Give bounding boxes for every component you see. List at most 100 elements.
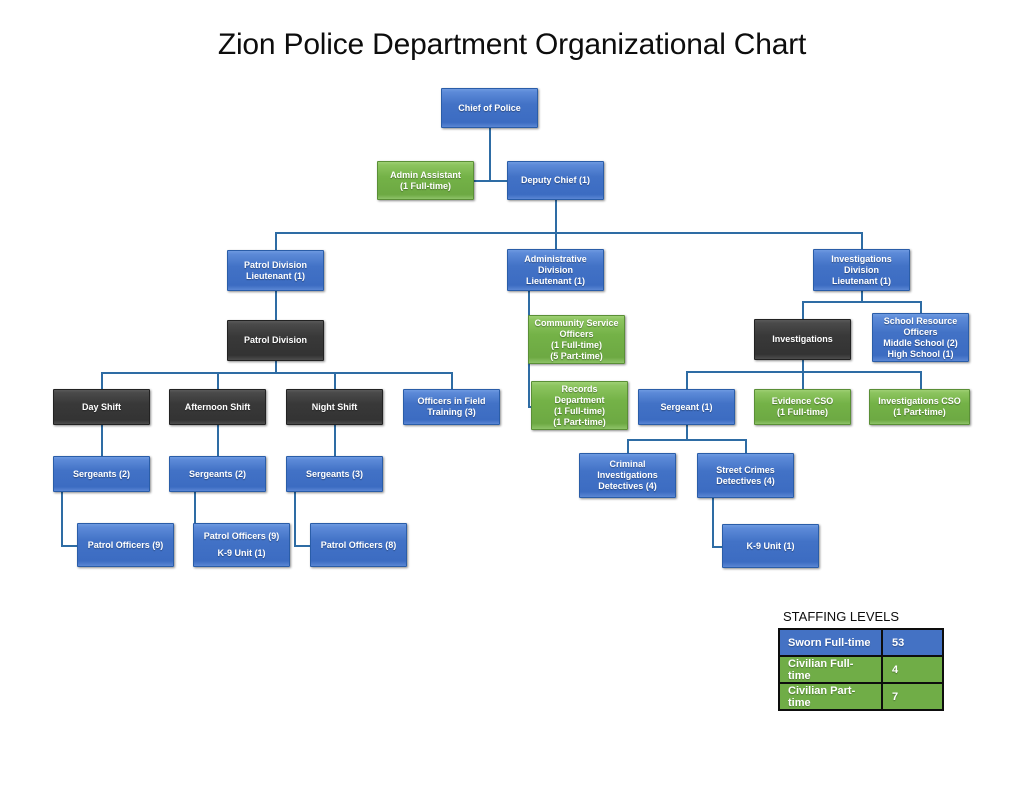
node-school-resource-officers[interactable]: School Resource Officers Middle School (… xyxy=(872,313,969,362)
connector-detectives-bus xyxy=(627,439,746,441)
connector-sergeants-day-right xyxy=(61,545,78,547)
node-label-line1: Community Service xyxy=(534,317,619,328)
node-label-line1: Patrol Division xyxy=(243,259,307,270)
node-label-line1: Administrative xyxy=(524,253,587,264)
node-sergeants-night[interactable]: Sergeants (3) xyxy=(286,456,383,492)
node-night-shift[interactable]: Night Shift xyxy=(286,389,383,425)
node-patrol-officers-night[interactable]: Patrol Officers (8) xyxy=(310,523,407,567)
connector-sergeants-night-down xyxy=(294,491,296,545)
node-label-line2: (1 Full-time) xyxy=(777,407,828,417)
node-label-line2: Detectives (4) xyxy=(716,475,775,486)
node-label: Sergeants (3) xyxy=(305,468,364,479)
node-sergeants-afternoon[interactable]: Sergeants (2) xyxy=(169,456,266,492)
staffing-row-value: 7 xyxy=(881,682,944,711)
node-patrol-officers-afternoon[interactable]: Patrol Officers (9) K-9 Unit (1) xyxy=(193,523,290,567)
staffing-row-value: 4 xyxy=(881,655,944,684)
connector-investigations-lt-down xyxy=(861,290,863,302)
node-label-line2: Lieutenant (1) xyxy=(245,270,305,281)
node-label-line2: Officers xyxy=(559,328,594,339)
node-label: Investigations xyxy=(772,334,833,344)
node-administrative-division-lieutenant[interactable]: Administrative Division Lieutenant (1) xyxy=(507,249,604,291)
node-afternoon-shift[interactable]: Afternoon Shift xyxy=(169,389,266,425)
connector-bus-to-criminal-detectives xyxy=(627,439,629,454)
node-label-line3: (1 Full-time) xyxy=(554,405,605,416)
node-street-crimes-detectives[interactable]: Street Crimes Detectives (4) xyxy=(697,453,794,498)
connector-bus-day-shift xyxy=(101,372,103,389)
connector-bus-to-street-detectives xyxy=(745,439,747,454)
node-label: Day Shift xyxy=(81,401,121,412)
node-label: Sergeant (1) xyxy=(660,401,713,412)
connector-patrol-division-down xyxy=(275,360,277,373)
node-label-line1: Patrol Officers (9) xyxy=(203,531,280,541)
node-investigations[interactable]: Investigations xyxy=(754,319,851,360)
connector-night-to-sergeants xyxy=(334,424,336,456)
node-label: Patrol Officers (9) xyxy=(87,539,164,550)
connector-sergeants-night-right xyxy=(294,545,311,547)
node-label-line3: Detectives (4) xyxy=(598,481,657,491)
node-label: Patrol Division xyxy=(243,335,307,345)
table-row: Civilian Part-time 7 xyxy=(778,682,944,711)
connector-patrol-lt-to-division xyxy=(275,290,277,321)
node-evidence-cso[interactable]: Evidence CSO (1 Full-time) xyxy=(754,389,851,425)
node-label-line1: Evidence CSO xyxy=(771,396,834,406)
connector-bus-to-patrol-lt xyxy=(275,232,277,250)
node-label: Sergeants (2) xyxy=(72,468,131,479)
node-label: Patrol Officers (8) xyxy=(320,539,397,550)
node-label-line2: Officers xyxy=(903,326,938,337)
node-label: Afternoon Shift xyxy=(184,401,251,412)
node-label-line2: (1 Full-time) xyxy=(400,180,451,191)
node-label-line3: Lieutenant (1) xyxy=(525,275,585,286)
node-patrol-division[interactable]: Patrol Division xyxy=(227,320,324,361)
node-investigations-division-lieutenant[interactable]: Investigations Division Lieutenant (1) xyxy=(813,249,910,291)
node-officers-in-field-training[interactable]: Officers in Field Training (3) xyxy=(403,389,500,425)
connector-bus-to-sergeant xyxy=(686,371,688,389)
node-records-department[interactable]: Records Department (1 Full-time) (1 Part… xyxy=(531,381,628,430)
connector-bus-to-investigations xyxy=(802,301,804,319)
node-patrol-officers-day[interactable]: Patrol Officers (9) xyxy=(77,523,174,567)
connector-bus-to-investigations-lt xyxy=(861,232,863,250)
node-label: Deputy Chief (1) xyxy=(520,175,590,185)
staffing-levels-heading: STAFFING LEVELS xyxy=(783,609,900,624)
connector-chief-down xyxy=(489,128,491,180)
connector-division-bus xyxy=(275,232,862,234)
node-community-service-officers[interactable]: Community Service Officers (1 Full-time)… xyxy=(528,315,625,364)
node-label-line3: Lieutenant (1) xyxy=(831,275,891,286)
connector-sergeant-down xyxy=(686,424,688,440)
node-label: K-9 Unit (1) xyxy=(746,540,795,551)
node-label-line2: K-9 Unit (1) xyxy=(217,548,266,558)
connector-bus-afternoon-shift xyxy=(217,372,219,389)
connector-street-to-k9-down xyxy=(712,498,714,546)
staffing-row-value: 53 xyxy=(881,628,944,657)
node-day-shift[interactable]: Day Shift xyxy=(53,389,150,425)
node-label-line2: Department xyxy=(554,394,605,405)
node-label-line1: School Resource xyxy=(883,315,958,326)
staffing-row-label: Civilian Part-time xyxy=(778,682,883,711)
node-label-line2: (1 Part-time) xyxy=(893,407,946,417)
node-deputy-chief[interactable]: Deputy Chief (1) xyxy=(507,161,604,200)
node-sergeants-day[interactable]: Sergeants (2) xyxy=(53,456,150,492)
node-label-line3: Middle School (2) xyxy=(883,337,958,348)
connector-sergeants-afternoon-down xyxy=(194,491,196,545)
connector-investigations-lt-bus xyxy=(802,301,921,303)
node-label: Night Shift xyxy=(311,401,358,412)
node-patrol-division-lieutenant[interactable]: Patrol Division Lieutenant (1) xyxy=(227,250,324,291)
node-label-line1: Admin Assistant xyxy=(390,169,461,180)
connector-afternoon-to-sergeants xyxy=(217,424,219,456)
connector-admin-assistant xyxy=(474,180,515,182)
node-label-line2: Division xyxy=(537,264,573,275)
node-criminal-investigations-detectives[interactable]: Criminal Investigations Detectives (4) xyxy=(579,453,676,498)
page-title: Zion Police Department Organizational Ch… xyxy=(217,28,807,61)
node-k9-unit-investigations[interactable]: K-9 Unit (1) xyxy=(722,524,819,568)
node-admin-assistant[interactable]: Admin Assistant (1 Full-time) xyxy=(377,161,474,200)
node-investigations-cso[interactable]: Investigations CSO (1 Part-time) xyxy=(869,389,970,425)
connector-bus-to-evidence-cso xyxy=(802,371,804,389)
connector-patrol-children-bus xyxy=(101,372,451,374)
connector-day-to-sergeants xyxy=(101,424,103,456)
staffing-row-label: Sworn Full-time xyxy=(778,628,883,657)
staffing-row-label: Civilian Full-time xyxy=(778,655,883,684)
connector-street-to-k9-right xyxy=(712,546,723,548)
node-sergeant-investigations[interactable]: Sergeant (1) xyxy=(638,389,735,425)
connector-bus-night-shift xyxy=(334,372,336,389)
node-chief-of-police[interactable]: Chief of Police xyxy=(441,88,538,128)
